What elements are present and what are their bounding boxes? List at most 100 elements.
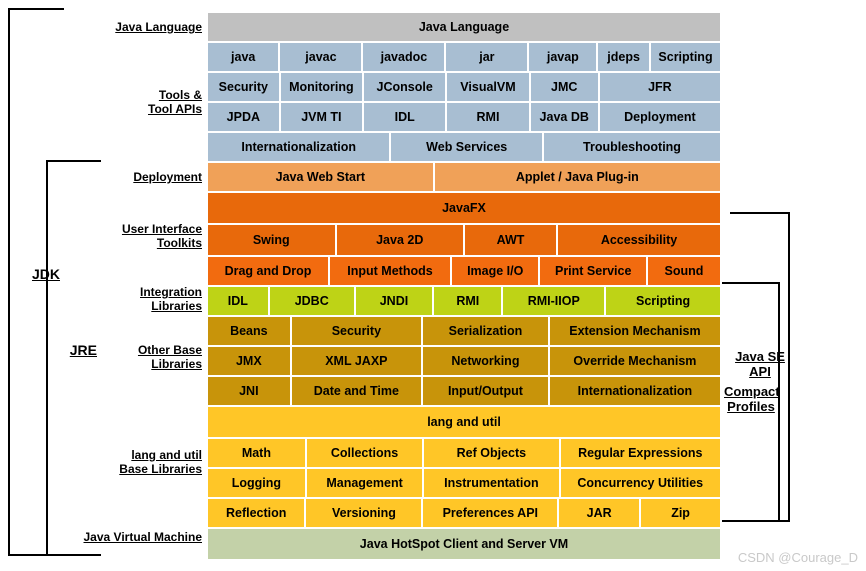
- stack-cell-accessibility[interactable]: Accessibility: [558, 225, 720, 255]
- stack-cell-security[interactable]: Security: [208, 73, 279, 101]
- stack-cell-xml-jaxp[interactable]: XML JAXP: [291, 347, 422, 375]
- stack-cell-java-db[interactable]: Java DB: [530, 103, 598, 131]
- stack-cell-instrumentation[interactable]: Instrumentation: [424, 469, 559, 497]
- stack-cell-jar[interactable]: jar: [446, 43, 528, 71]
- stack-cell-security[interactable]: Security: [291, 317, 422, 345]
- stack-group-java-language: Java Language: [208, 13, 720, 41]
- stack-cell-visualvm[interactable]: VisualVM: [447, 73, 529, 101]
- stack-cell-jni[interactable]: JNI: [208, 377, 290, 405]
- stack-cell-input-methods[interactable]: Input Methods: [330, 257, 450, 285]
- stack-cell-scripting[interactable]: Scripting: [606, 287, 721, 315]
- row-label-line: lang and util: [131, 448, 202, 462]
- stack-row: Java HotSpot Client and Server VM: [208, 529, 720, 559]
- watermark-text: CSDN @Courage_D: [737, 550, 858, 565]
- stack-cell-javac[interactable]: javac: [280, 43, 362, 71]
- stack-cell-override-mechanism[interactable]: Override Mechanism: [549, 347, 720, 375]
- bracket-label-line: Java SE: [735, 349, 785, 364]
- row-label-line: Integration: [140, 285, 202, 299]
- stack-cell-jar[interactable]: JAR: [559, 499, 640, 527]
- stack-cell-preferences-api[interactable]: Preferences API: [423, 499, 558, 527]
- stack-cell-java-web-start[interactable]: Java Web Start: [208, 163, 433, 191]
- stack-cell-idl[interactable]: IDL: [208, 287, 268, 315]
- stack-cell-swing[interactable]: Swing: [208, 225, 335, 255]
- stack-cell-serialization[interactable]: Serialization: [423, 317, 548, 345]
- stack-cell-jmc[interactable]: JMC: [530, 73, 598, 101]
- stack-cell-jdeps[interactable]: jdeps: [598, 43, 649, 71]
- stack-cell-java-2d[interactable]: Java 2D: [336, 225, 463, 255]
- row-label-line: Other Base: [137, 343, 202, 357]
- stack-cell-sound[interactable]: Sound: [648, 257, 720, 285]
- stack-cell-print-service[interactable]: Print Service: [540, 257, 646, 285]
- stack-cell-ref-objects[interactable]: Ref Objects: [424, 439, 559, 467]
- stack-cell-deployment[interactable]: Deployment: [599, 103, 721, 131]
- row-label-tools-tool-apis: Tools &Tool APIs: [148, 88, 202, 116]
- row-label-line: Java Language: [115, 20, 202, 34]
- stack-row: JavaFX: [208, 193, 720, 223]
- bracket-label-line: API: [749, 364, 771, 379]
- stack-cell-scripting[interactable]: Scripting: [650, 43, 720, 71]
- stack-cell-internationalization[interactable]: Internationalization: [549, 377, 720, 405]
- stack-cell-rmi-iiop[interactable]: RMI-IIOP: [503, 287, 605, 315]
- stack-cell-applet-java-plug-in[interactable]: Applet / Java Plug-in: [434, 163, 720, 191]
- stack-cell-input-output[interactable]: Input/Output: [423, 377, 548, 405]
- stack-cell-jndi[interactable]: JNDI: [355, 287, 433, 315]
- stack-cell-jvm-ti[interactable]: JVM TI: [280, 103, 363, 131]
- row-label-line: Java Virtual Machine: [83, 530, 203, 544]
- stack-cell-math[interactable]: Math: [208, 439, 305, 467]
- stack-cell-jmx[interactable]: JMX: [208, 347, 290, 375]
- stack-cell-management[interactable]: Management: [306, 469, 423, 497]
- stack-cell-lang-and-util[interactable]: lang and util: [208, 407, 720, 437]
- stack-cell-image-i-o[interactable]: Image I/O: [452, 257, 539, 285]
- stack-cell-java-hotspot-client-and-server-vm[interactable]: Java HotSpot Client and Server VM: [208, 529, 720, 559]
- row-label-line: Base Libraries: [119, 462, 202, 476]
- stack-cell-extension-mechanism[interactable]: Extension Mechanism: [549, 317, 720, 345]
- row-label-java-virtual-machine: Java Virtual Machine: [84, 530, 203, 544]
- stack-cell-javap[interactable]: javap: [529, 43, 597, 71]
- stack-cell-java[interactable]: java: [208, 43, 279, 71]
- stack-cell-jdbc[interactable]: JDBC: [269, 287, 354, 315]
- stack-cell-jfr[interactable]: JFR: [599, 73, 721, 101]
- bracket-compact: [722, 282, 780, 522]
- stack-cell-zip[interactable]: Zip: [641, 499, 721, 527]
- stack-cell-javadoc[interactable]: javadoc: [363, 43, 445, 71]
- stack-cell-jconsole[interactable]: JConsole: [364, 73, 446, 101]
- stack-cell-troubleshooting[interactable]: Troubleshooting: [544, 133, 720, 161]
- stack-cell-web-services[interactable]: Web Services: [391, 133, 542, 161]
- stack-cell-versioning[interactable]: Versioning: [306, 499, 422, 527]
- stack-cell-regular-expressions[interactable]: Regular Expressions: [560, 439, 720, 467]
- stack-cell-rmi[interactable]: RMI: [434, 287, 502, 315]
- stack-cell-logging[interactable]: Logging: [208, 469, 305, 497]
- stack-row: Java Language: [208, 13, 720, 41]
- stack-cell-idl[interactable]: IDL: [364, 103, 446, 131]
- stack-cell-javafx[interactable]: JavaFX: [208, 193, 720, 223]
- stack-cell-internationalization[interactable]: Internationalization: [208, 133, 390, 161]
- row-label-deployment: Deployment: [133, 170, 202, 184]
- stack-cell-date-and-time[interactable]: Date and Time: [291, 377, 422, 405]
- stack-cell-networking[interactable]: Networking: [423, 347, 548, 375]
- stack-cell-awt[interactable]: AWT: [465, 225, 557, 255]
- stack-cell-drag-and-drop[interactable]: Drag and Drop: [208, 257, 328, 285]
- stack-cell-beans[interactable]: Beans: [208, 317, 290, 345]
- bracket-jre: [46, 160, 101, 556]
- stack-cell-concurrency-utilities[interactable]: Concurrency Utilities: [560, 469, 720, 497]
- stack-cell-monitoring[interactable]: Monitoring: [280, 73, 363, 101]
- stack-cell-rmi[interactable]: RMI: [447, 103, 529, 131]
- row-label-line: Libraries: [151, 357, 202, 371]
- stack-cell-jpda[interactable]: JPDA: [208, 103, 279, 131]
- stack-cell-reflection[interactable]: Reflection: [208, 499, 305, 527]
- stack-cell-collections[interactable]: Collections: [306, 439, 423, 467]
- stack-cell-java-language[interactable]: Java Language: [208, 13, 720, 41]
- bracket-jdk: [8, 8, 64, 556]
